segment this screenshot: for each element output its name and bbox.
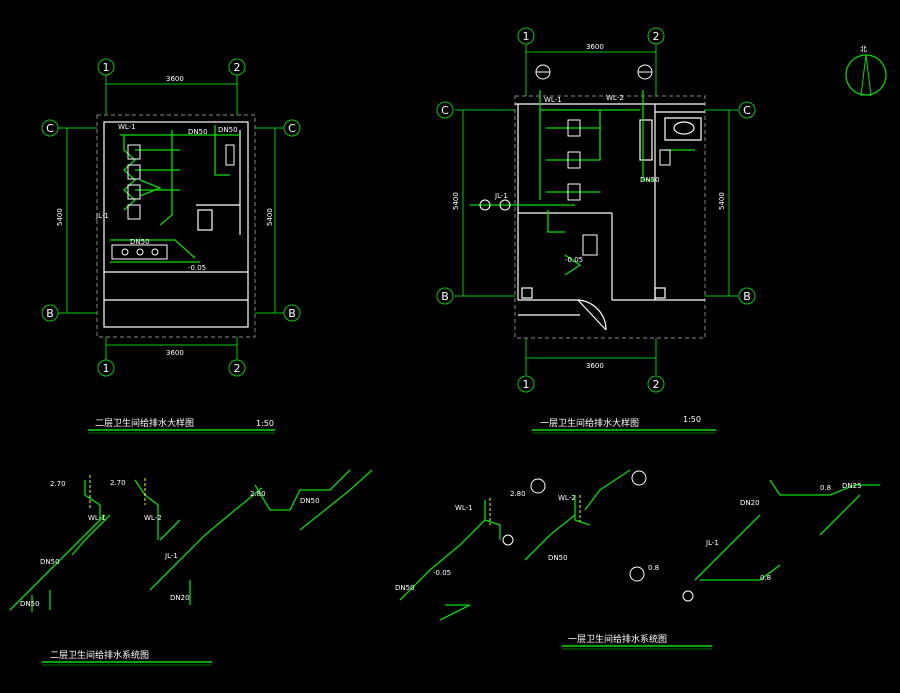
- axis-label-1f-2-bottom: 2: [653, 378, 660, 391]
- axis-label-2f-B-left: B: [46, 307, 54, 320]
- title-plan-1f: 一层卫生间给排水大样图: [540, 417, 639, 429]
- axis-label-1f-B-right: B: [743, 290, 751, 303]
- svg-text:WL-1: WL-1: [118, 123, 136, 131]
- svg-text:DN50: DN50: [548, 554, 568, 562]
- svg-text:DN25: DN25: [842, 482, 862, 490]
- axis-label-1f-C-left: C: [441, 104, 449, 117]
- svg-text:WL-2: WL-2: [606, 94, 624, 102]
- system-2f: 2.70 2.70 WL-1 WL-2 DN50 JL-1 2.80 DN50 …: [9, 469, 373, 666]
- fixtures-2f: [111, 144, 235, 260]
- svg-text:WL-1: WL-1: [544, 96, 562, 104]
- axis-label-1f-1-top: 1: [523, 30, 530, 43]
- dim-height-1f-right: 5400: [718, 192, 726, 210]
- svg-text:0.8: 0.8: [820, 484, 831, 492]
- annotations-sys-1f: WL-1 WL-2 2.80 -0.05 DN50 JL-1 0.8 DN20 …: [395, 482, 862, 592]
- title-sys-1f: 一层卫生间给排水系统图: [568, 633, 667, 645]
- svg-text:DN20: DN20: [740, 499, 760, 507]
- north-arrow: 北: [845, 45, 887, 96]
- svg-text:DN50: DN50: [40, 558, 60, 566]
- axis-label-1f-B-left: B: [441, 290, 449, 303]
- scale-plan-2f: 1:50: [256, 419, 274, 428]
- svg-text:0.8: 0.8: [760, 574, 771, 582]
- vent-lines-sys-1f: [489, 495, 581, 525]
- svg-text:2.70: 2.70: [50, 480, 66, 488]
- axis-label-1f-1-bottom: 1: [523, 378, 530, 391]
- svg-text:JL-1: JL-1: [164, 552, 178, 560]
- plan-2f: WL-1 DN50 DN50 JL-1 DN50 -0.05 3600 3600…: [41, 58, 301, 434]
- walls-1f: [515, 103, 705, 331]
- svg-text:-0.05: -0.05: [565, 256, 583, 264]
- svg-text:DN50: DN50: [188, 128, 208, 136]
- pipes-sys-2f: [9, 469, 373, 612]
- dim-width-2f-bottom: 3600: [166, 349, 184, 357]
- section-marks-1f: [535, 64, 653, 80]
- pipes-sys-1f: [399, 469, 880, 621]
- title-sys-2f: 二层卫生间给排水系统图: [50, 649, 149, 661]
- north-label: 北: [860, 45, 867, 53]
- svg-text:DN50: DN50: [640, 176, 660, 184]
- svg-text:WL-1: WL-1: [88, 514, 106, 522]
- walls-2f: [103, 121, 249, 328]
- dim-height-2f-right: 5400: [266, 208, 274, 226]
- axis-label-2f-2-top: 2: [234, 61, 241, 74]
- svg-text:DN50: DN50: [218, 126, 238, 134]
- svg-text:JL-1: JL-1: [494, 192, 508, 200]
- system-1f: WL-1 WL-2 2.80 -0.05 DN50 JL-1 0.8 DN20 …: [395, 469, 880, 650]
- svg-text:0.8: 0.8: [648, 564, 659, 572]
- section-marks-sys-1f: [502, 470, 694, 602]
- svg-text:-0.05: -0.05: [188, 264, 206, 272]
- svg-text:2.70: 2.70: [110, 479, 126, 487]
- axis-label-2f-C-left: C: [46, 122, 54, 135]
- vent-lines-sys-2f: [89, 475, 146, 510]
- annotations-2f: WL-1 DN50 DN50 JL-1 DN50 -0.05: [95, 123, 238, 272]
- dim-width-1f-bottom: 3600: [586, 362, 604, 370]
- svg-text:WL-1: WL-1: [455, 504, 473, 512]
- axis-label-1f-2-top: 2: [653, 30, 660, 43]
- axis-label-2f-C-right: C: [288, 122, 296, 135]
- axis-label-2f-1-top: 1: [103, 61, 110, 74]
- svg-text:2.80: 2.80: [250, 490, 266, 498]
- fixtures-1f: [479, 119, 671, 256]
- svg-text:DN50: DN50: [300, 497, 320, 505]
- svg-text:2.80: 2.80: [510, 490, 526, 498]
- axis-label-2f-2-bottom: 2: [234, 362, 241, 375]
- svg-text:-0.05: -0.05: [433, 569, 451, 577]
- pipes-1f: [470, 90, 695, 276]
- scale-plan-1f: 1:50: [683, 415, 701, 424]
- dim-width-2f-top: 3600: [166, 75, 184, 83]
- axis-lines-2f: [58, 75, 284, 360]
- annotations-sys-2f: 2.70 2.70 WL-1 WL-2 DN50 JL-1 2.80 DN50 …: [20, 479, 320, 608]
- svg-text:DN20: DN20: [170, 594, 190, 602]
- dim-width-1f-top: 3600: [586, 43, 604, 51]
- svg-text:JL-1: JL-1: [95, 212, 109, 220]
- svg-text:DN50: DN50: [395, 584, 415, 592]
- plan-1f: WL-1 WL-2 JL-1 -0.05 DN50 3600 3600 5400…: [436, 27, 756, 434]
- svg-text:WL-2: WL-2: [144, 514, 162, 522]
- dim-height-1f-left: 5400: [452, 192, 460, 210]
- dim-height-2f-left: 5400: [56, 208, 64, 226]
- svg-text:JL-1: JL-1: [705, 539, 719, 547]
- svg-text:WL-2: WL-2: [558, 494, 576, 502]
- pipes-2f: [110, 125, 240, 263]
- svg-text:DN50: DN50: [20, 600, 40, 608]
- annotations-1f: WL-1 WL-2 JL-1 -0.05 DN50: [494, 94, 660, 264]
- axis-label-2f-1-bottom: 1: [103, 362, 110, 375]
- axis-lines-1f: [455, 45, 738, 375]
- title-plan-2f: 二层卫生间给排水大样图: [95, 417, 194, 429]
- axis-label-2f-B-right: B: [288, 307, 296, 320]
- axis-label-1f-C-right: C: [743, 104, 751, 117]
- svg-text:DN50: DN50: [130, 238, 150, 246]
